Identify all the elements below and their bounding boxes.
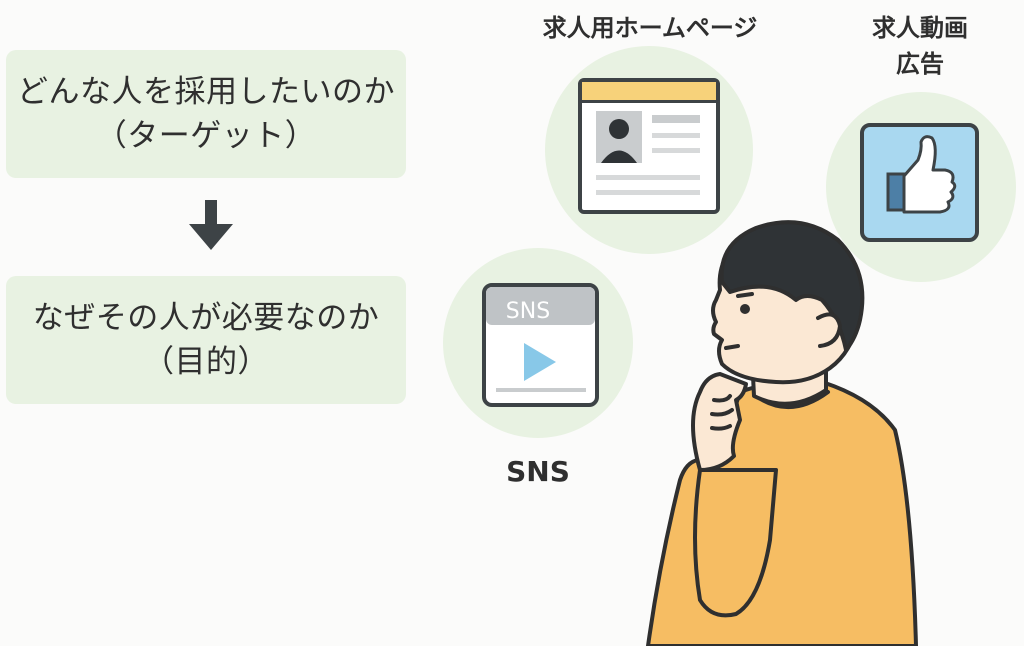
target-box: どんな人を採用したいのか （ターゲット） — [6, 50, 406, 178]
purpose-box: なぜその人が必要なのか （目的） — [6, 276, 406, 404]
video-play-icon: SNS — [482, 283, 599, 407]
sns-label: SNS — [506, 455, 570, 488]
target-box-line2: （ターゲット） — [95, 118, 317, 154]
homepage-label: 求人用ホームページ — [542, 14, 758, 42]
purpose-box-line2: （目的） — [143, 344, 269, 380]
video-ad-label: 求人動画 広告 — [850, 10, 990, 82]
down-arrow-icon — [189, 200, 233, 250]
thinking-person — [646, 220, 918, 646]
thumbs-up-icon — [860, 123, 979, 242]
target-box-line1: どんな人を採用したいのか — [17, 74, 395, 110]
browser-profile-icon — [578, 78, 720, 214]
video-ad-label-line2: 広告 — [896, 50, 944, 78]
video-ad-label-line1: 求人動画 — [872, 14, 968, 42]
purpose-box-line1: なぜその人が必要なのか — [32, 300, 380, 336]
sns-screen-text: SNS — [506, 299, 550, 324]
